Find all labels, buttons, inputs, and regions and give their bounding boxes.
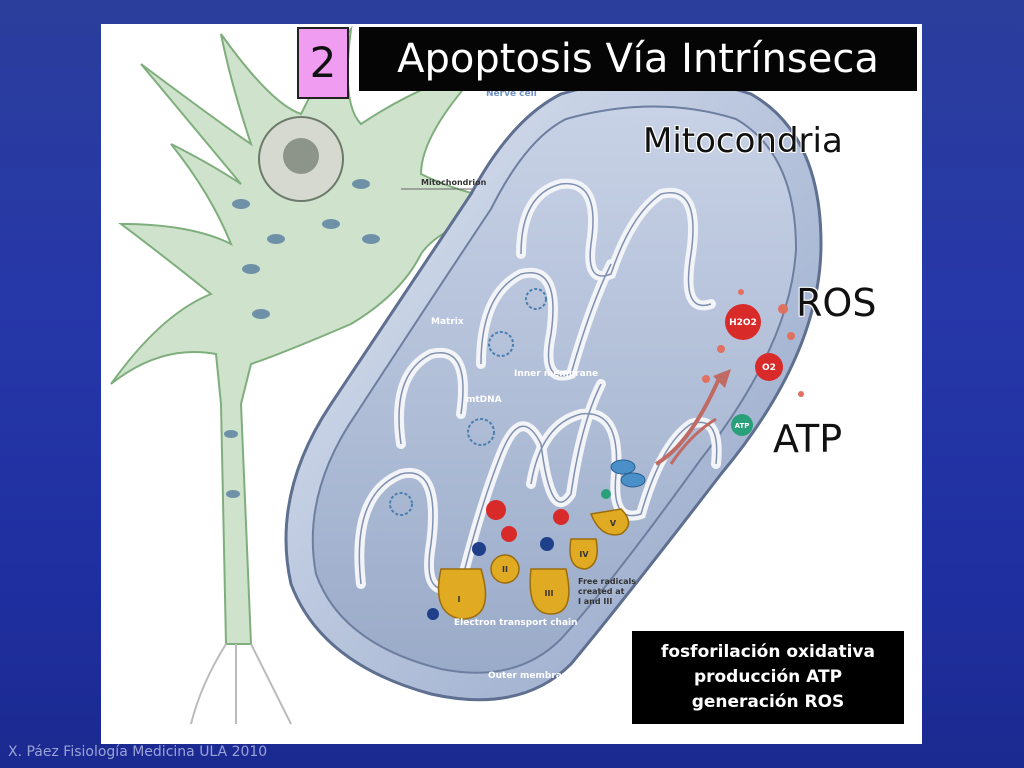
ros-arrowhead bbox=[713, 369, 731, 388]
free-radicals-label-2: created at bbox=[578, 587, 625, 596]
slide-number: 2 bbox=[297, 27, 349, 99]
complex-v-label: V bbox=[610, 519, 617, 528]
info-box: fosforilación oxidativa producción ATP g… bbox=[632, 631, 904, 724]
free-radicals-label-3: I and III bbox=[578, 597, 612, 606]
atp-small-label: ATP bbox=[735, 422, 750, 430]
complex-i-label: I bbox=[458, 595, 461, 604]
info-line-phosphorylation: fosforilación oxidativa bbox=[660, 642, 875, 662]
info-line-atp-production: producción ATP bbox=[693, 667, 843, 687]
complex-iv-label: IV bbox=[579, 550, 589, 559]
complex-ii-label: II bbox=[502, 565, 508, 574]
slide-panel: I II III IV V Matrix Inner membrane m bbox=[101, 24, 922, 744]
matrix-label: Matrix bbox=[431, 317, 464, 327]
mitochondria-illustration: I II III IV V Matrix Inner membrane m bbox=[110, 25, 823, 725]
free-radicals-label-1: Free radicals bbox=[578, 577, 636, 586]
electron-transport-chain: I II III IV V bbox=[427, 459, 646, 620]
nerve-cell-label: Nerve cell bbox=[486, 89, 537, 99]
mitochondrion-label: Mitochondrion bbox=[421, 178, 487, 187]
complex-iii-label: III bbox=[545, 589, 554, 598]
outer-membrane-label: Outer membrane bbox=[488, 671, 574, 681]
ros-particles: H2O2 O2 bbox=[702, 289, 804, 397]
o2-label: O2 bbox=[762, 363, 776, 373]
etc-label: Electron transport chain bbox=[454, 618, 578, 628]
mitochondrion: I II III IV V Matrix Inner membrane m bbox=[284, 77, 823, 702]
footer-credit: X. Páez Fisiología Medicina ULA 2010 bbox=[8, 744, 268, 760]
mitocondria-label: Mitocondria bbox=[643, 121, 843, 161]
info-line-ros-generation: generación ROS bbox=[691, 692, 845, 712]
atp-label: ATP bbox=[773, 417, 843, 461]
atp-arrow bbox=[669, 417, 717, 465]
h2o2-label: H2O2 bbox=[729, 318, 757, 328]
mtdna-label: mtDNA bbox=[466, 395, 502, 405]
ros-arrow bbox=[654, 373, 723, 466]
inner-membrane-label: Inner membrane bbox=[514, 369, 598, 379]
ros-label: ROS bbox=[796, 281, 877, 325]
page-title: Apoptosis Vía Intrínseca bbox=[359, 27, 917, 91]
atp-particle: ATP bbox=[731, 414, 753, 436]
